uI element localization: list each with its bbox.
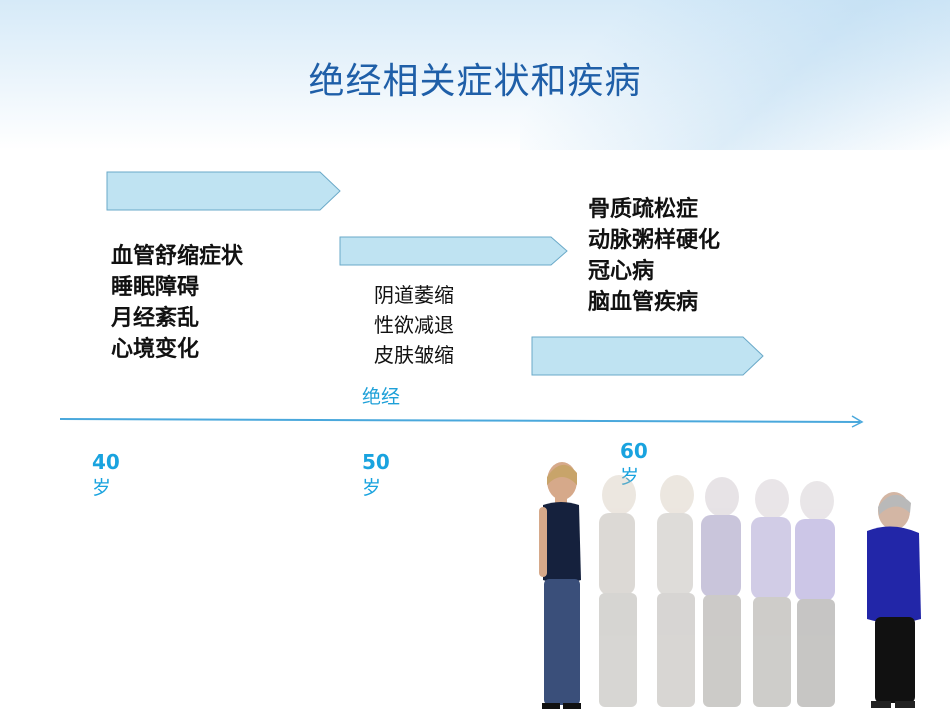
aging-women-illustration (539, 462, 921, 709)
stage-arrow-60 (531, 336, 765, 376)
stage1-symptoms: 血管舒缩症状 睡眠障碍 月经紊乱 心境变化 (111, 241, 243, 365)
symptom-item: 血管舒缩症状 (111, 243, 244, 269)
disease-item: 动脉粥样硬化 (588, 227, 721, 253)
disease-item: 冠心病 (588, 258, 655, 284)
ghost-figure (657, 475, 695, 707)
stage-arrow-40 (106, 171, 342, 211)
symptom-item: 性欲减退 (374, 313, 454, 337)
disease-item: 骨质疏松症 (588, 196, 699, 222)
timeline-arrow (59, 415, 864, 428)
symptom-item: 心境变化 (111, 336, 200, 362)
stage-arrow-50 (339, 236, 569, 266)
disease-item: 脑血管疾病 (588, 289, 699, 315)
symptom-item: 月经紊乱 (111, 305, 200, 331)
age-label-50: 50 岁 (362, 450, 390, 499)
symptom-item: 皮肤皱缩 (374, 343, 454, 367)
ghost-figure (599, 475, 637, 707)
header-background (0, 0, 950, 150)
elderly-woman-figure (867, 492, 921, 708)
young-woman-figure (539, 462, 581, 709)
ghost-figure (751, 479, 791, 707)
symptom-item: 阴道萎缩 (374, 283, 454, 307)
slide-title: 绝经相关症状和疾病 (308, 61, 642, 102)
stage2-symptoms: 阴道萎缩 性欲减退 皮肤皱缩 (374, 280, 454, 370)
stage3-diseases: 骨质疏松症 动脉粥样硬化 冠心病 脑血管疾病 (588, 194, 729, 318)
ghost-figure (701, 477, 741, 707)
age-label-40: 40 岁 (92, 450, 120, 499)
age-label-60: 60 岁 (620, 439, 648, 488)
menopause-label: 绝经 (362, 386, 401, 408)
ghost-figure (795, 481, 835, 707)
symptom-item: 睡眠障碍 (111, 274, 200, 300)
